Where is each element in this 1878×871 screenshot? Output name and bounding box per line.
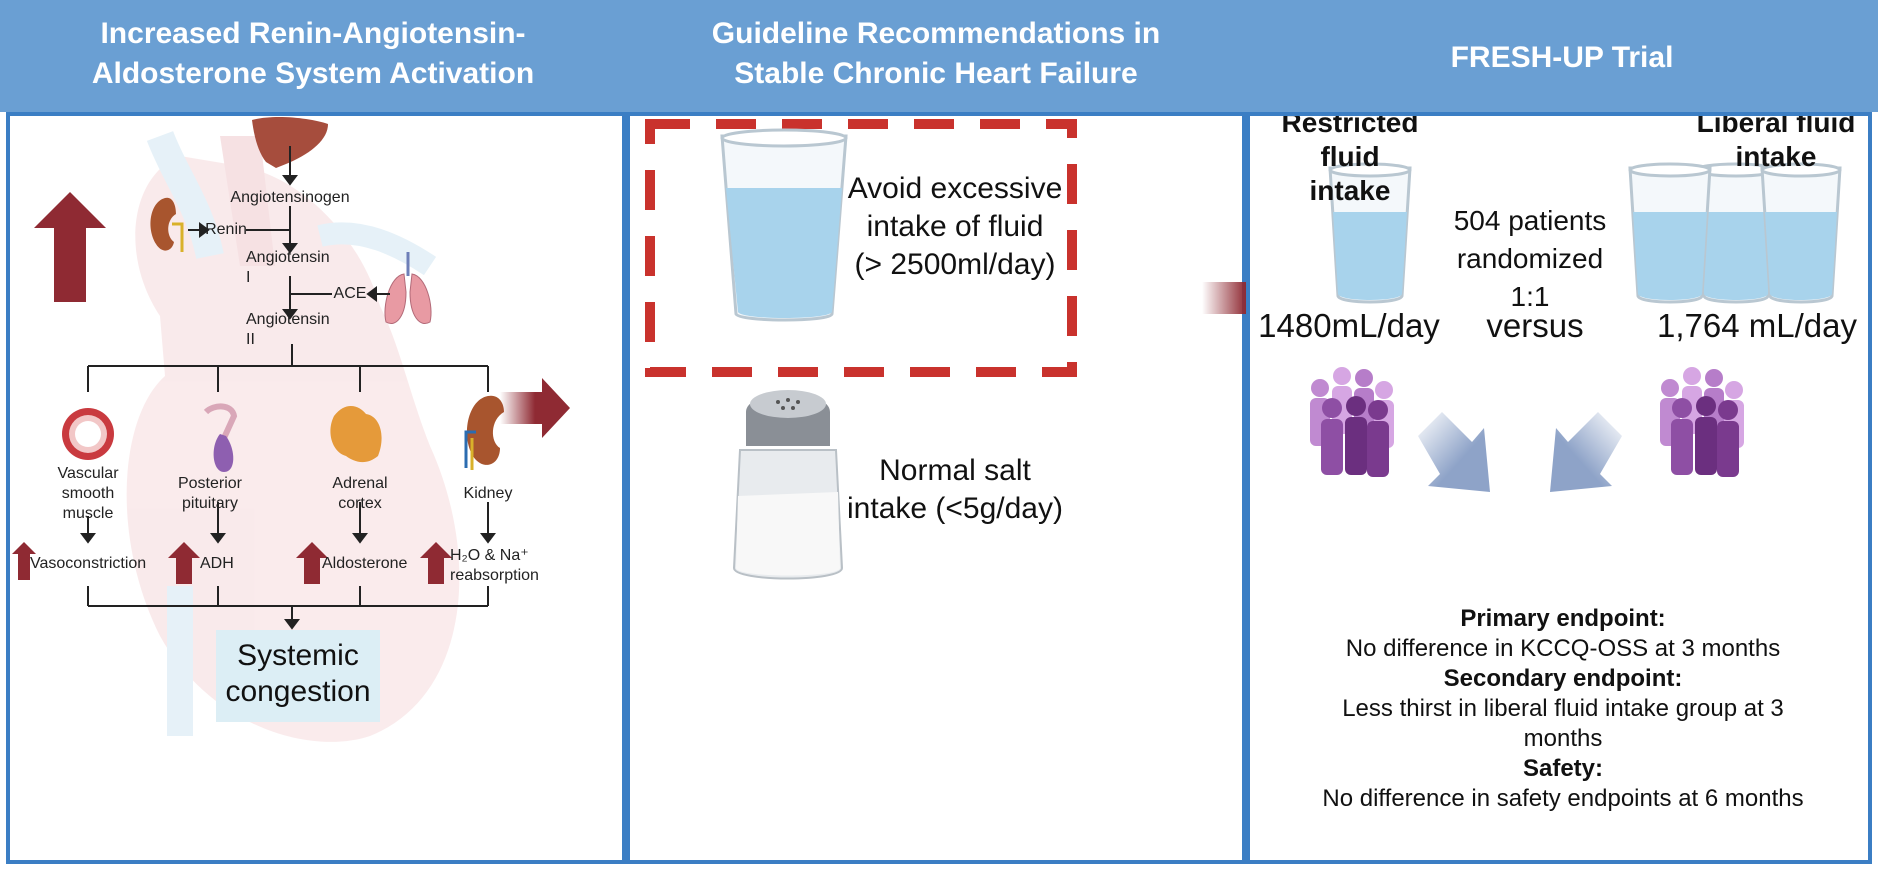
arrow-left-to-middle-icon — [500, 378, 570, 438]
label-kidney: Kidney — [463, 485, 513, 502]
label-systemic-congestion: Systemic congestion — [216, 638, 380, 710]
restricted-title-line2: intake — [1309, 175, 1391, 206]
restricted-group-people-icon — [1310, 367, 1394, 477]
salt-shaker-icon — [732, 390, 844, 580]
pituitary-icon — [203, 403, 238, 472]
systemic-congestion-box — [216, 630, 380, 722]
safety-text: No difference in safety endpoints at 6 m… — [1322, 785, 1804, 812]
safety-title: Safety: — [1522, 755, 1604, 782]
label-aldosterone: Aldosterone — [322, 555, 408, 572]
label-angiotensin-ii: Angiotensin II — [246, 310, 338, 350]
water-glass-icon — [720, 128, 848, 322]
liberal-group-people-icon — [1660, 367, 1744, 477]
label-h2o-na-line1: H₂O & Na⁺ — [450, 547, 529, 564]
restricted-glass-icon — [1328, 162, 1412, 304]
label-vascular-smooth-muscle: Vascular smooth muscle — [38, 464, 138, 524]
heart-background-icon — [126, 130, 460, 742]
header-middle-line1: Guideline Recommendations in — [711, 17, 1161, 50]
label-h2o-na-line2: reabsorption — [450, 567, 539, 584]
header-middle: Guideline Recommendations in Stable Chro… — [626, 14, 1246, 94]
header-bar — [0, 0, 1878, 112]
trial-panel: Restricted fluid intake Liberal fluid in… — [1246, 112, 1872, 864]
fluid-recommendation-text: Avoid excessive intake of fluid (> 2500m… — [830, 170, 1080, 284]
label-congestion-line1: Systemic — [237, 639, 359, 672]
kidney-right-icon — [464, 395, 504, 470]
secondary-endpoint-text-line2: months — [1523, 725, 1603, 752]
patients-line3: 1:1 — [1510, 281, 1550, 312]
label-angiotensin-ii-line2: II — [246, 331, 255, 348]
adrenal-gland-icon — [330, 405, 382, 463]
label-vascular-line2: smooth — [61, 485, 115, 502]
header-left-line1: Increased Renin-Angiotensin- — [100, 17, 526, 50]
restricted-volume: 1480mL/day — [1258, 307, 1440, 344]
label-vascular-line1: Vascular — [57, 465, 119, 482]
liberal-glasses-icon — [1628, 162, 1842, 304]
label-angiotensin-i-line2: I — [246, 269, 251, 286]
label-angiotensin-ii-line1: Angiotensin — [246, 311, 330, 328]
liberal-title-line1: Liberal fluid — [1696, 112, 1856, 138]
label-adrenal-line2: cortex — [338, 495, 382, 512]
secondary-endpoint-text-line1: Less thirst in liberal fluid intake grou… — [1342, 695, 1784, 722]
guideline-illustration — [645, 119, 1077, 580]
up-arrow-adh-icon — [168, 542, 200, 584]
label-pituitary-line1: Posterior — [177, 475, 243, 492]
label-adh: ADH — [200, 555, 234, 572]
label-angiotensin-i: Angiotensin I — [246, 248, 338, 288]
label-pituitary-line2: pituitary — [181, 495, 239, 512]
header-left-line2: Aldosterone System Activation — [91, 57, 535, 90]
patients-line1: 504 patients — [1453, 205, 1607, 236]
fluid-line3: (> 2500ml/day) — [854, 248, 1056, 281]
patients-line2: randomized — [1456, 243, 1604, 274]
label-posterior-pituitary: Posterior pituitary — [160, 474, 260, 514]
kidney-icon — [150, 197, 176, 251]
header-right: FRESH-UP Trial — [1246, 38, 1878, 78]
up-arrow-vasoconstriction-icon — [12, 542, 36, 580]
liver-icon — [252, 117, 328, 168]
fluid-line1: Avoid excessive — [847, 172, 1063, 205]
big-up-arrow-icon — [34, 192, 106, 302]
restricted-title-line1: Restricted fluid — [1281, 112, 1419, 172]
salt-line1: Normal salt — [879, 454, 1031, 487]
guideline-panel: Avoid excessive intake of fluid (> 2500m… — [626, 112, 1246, 864]
label-vascular-line3: muscle — [62, 505, 114, 522]
up-arrow-reabsorption-icon — [420, 542, 452, 584]
fluid-dashed-box — [645, 119, 1077, 377]
raas-illustration — [12, 117, 570, 742]
label-congestion-line2: congestion — [225, 675, 371, 708]
salt-line2: intake (<5g/day) — [847, 492, 1063, 525]
liberal-title-line2: intake — [1735, 141, 1817, 172]
header-left: Increased Renin-Angiotensin- Aldosterone… — [0, 14, 626, 94]
liberal-fluid-title: Liberal fluid intake — [1676, 112, 1868, 174]
trial-illustration — [1310, 162, 1842, 492]
liberal-volume: 1,764 mL/day — [1657, 307, 1857, 344]
versus-text: versus — [1486, 307, 1584, 344]
label-renin: Renin — [205, 221, 247, 238]
label-angiotensinogen: Angiotensinogen — [230, 189, 350, 206]
label-adrenal-line1: Adrenal — [332, 475, 388, 492]
arrow-down-right-icon — [1418, 412, 1490, 492]
primary-endpoint-title: Primary endpoint: — [1460, 605, 1666, 632]
lungs-icon — [384, 252, 432, 324]
blood-vessel-icon — [62, 408, 114, 460]
label-ace: ACE — [333, 285, 367, 302]
header-right-title: FRESH-UP Trial — [1450, 41, 1674, 74]
primary-endpoint-text: No difference in KCCQ-OSS at 3 months — [1345, 635, 1781, 662]
salt-recommendation-text: Normal salt intake (<5g/day) — [830, 452, 1080, 528]
label-vasoconstriction: Vasoconstriction — [30, 555, 147, 572]
secondary-endpoint-title: Secondary endpoint: — [1443, 665, 1683, 692]
label-adrenal-cortex: Adrenal cortex — [310, 474, 410, 514]
fluid-line2: intake of fluid — [866, 210, 1044, 243]
header-middle-line2: Stable Chronic Heart Failure — [734, 57, 1138, 90]
raas-panel: Angiotensinogen Renin Angiotensin I ACE … — [6, 112, 626, 864]
arrow-down-left-icon — [1550, 412, 1622, 492]
up-arrow-aldosterone-icon — [296, 542, 328, 584]
randomization-text: 504 patients randomized 1:1 — [1430, 202, 1630, 316]
label-h2o-na-reabsorption: H₂O & Na⁺ reabsorption — [450, 546, 540, 586]
endpoints-block: Primary endpoint: No difference in KCCQ-… — [1250, 604, 1868, 814]
restricted-fluid-title: Restricted fluid intake — [1250, 112, 1450, 208]
label-angiotensin-i-line1: Angiotensin — [246, 249, 330, 266]
